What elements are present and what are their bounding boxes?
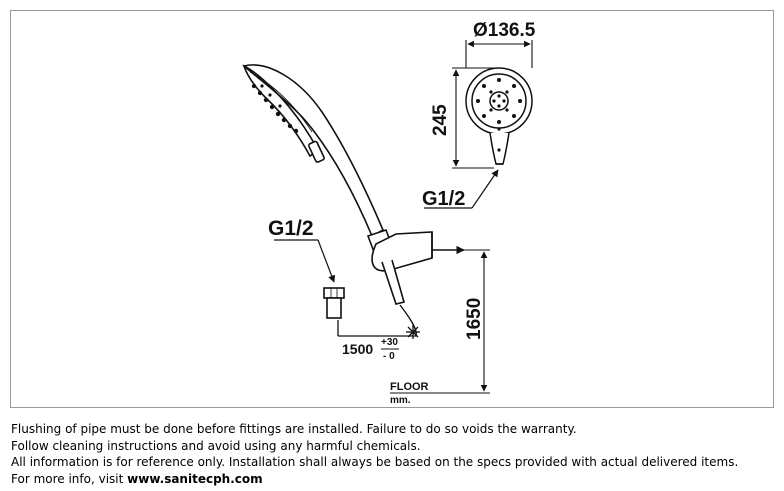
thread-left-label: G1/2 bbox=[268, 217, 314, 240]
installation-notes: Flushing of pipe must be done before fit… bbox=[11, 421, 781, 487]
hose-mark bbox=[406, 325, 420, 339]
diameter-label: Ø136.5 bbox=[473, 20, 536, 41]
hose-length-label: 1500 bbox=[342, 341, 373, 357]
height-dimension bbox=[390, 249, 490, 394]
unit-label: mm. bbox=[390, 395, 411, 406]
thread-top-label: G1/2 bbox=[422, 188, 465, 210]
diameter-dimension bbox=[465, 40, 533, 68]
note-more-info: For more info, visit www.sanitecph.com bbox=[11, 471, 781, 488]
note-more-info-text: For more info, visit bbox=[11, 471, 128, 486]
note-reference: All information is for reference only. I… bbox=[11, 455, 739, 469]
floor-label: FLOOR bbox=[390, 381, 429, 393]
hand-shower-front-view bbox=[465, 67, 533, 165]
front-nozzles bbox=[476, 78, 522, 152]
hand-shower-side-view bbox=[242, 64, 433, 337]
thread-top-leader bbox=[424, 169, 499, 209]
note-cleaning: Follow cleaning instructions and avoid u… bbox=[11, 438, 421, 453]
website-link[interactable]: www.sanitecph.com bbox=[127, 471, 263, 486]
head-height-label: 245 bbox=[430, 104, 451, 136]
head-height-dimension bbox=[452, 67, 496, 169]
hose-tolerance-plus: +30 bbox=[381, 337, 398, 348]
hose-tolerance-minus: - 0 bbox=[383, 351, 395, 362]
diagram-frame bbox=[10, 10, 774, 408]
note-flushing: Flushing of pipe must be done before fit… bbox=[11, 422, 577, 436]
thread-left-leader bbox=[274, 239, 336, 283]
height-label: 1650 bbox=[464, 298, 485, 340]
